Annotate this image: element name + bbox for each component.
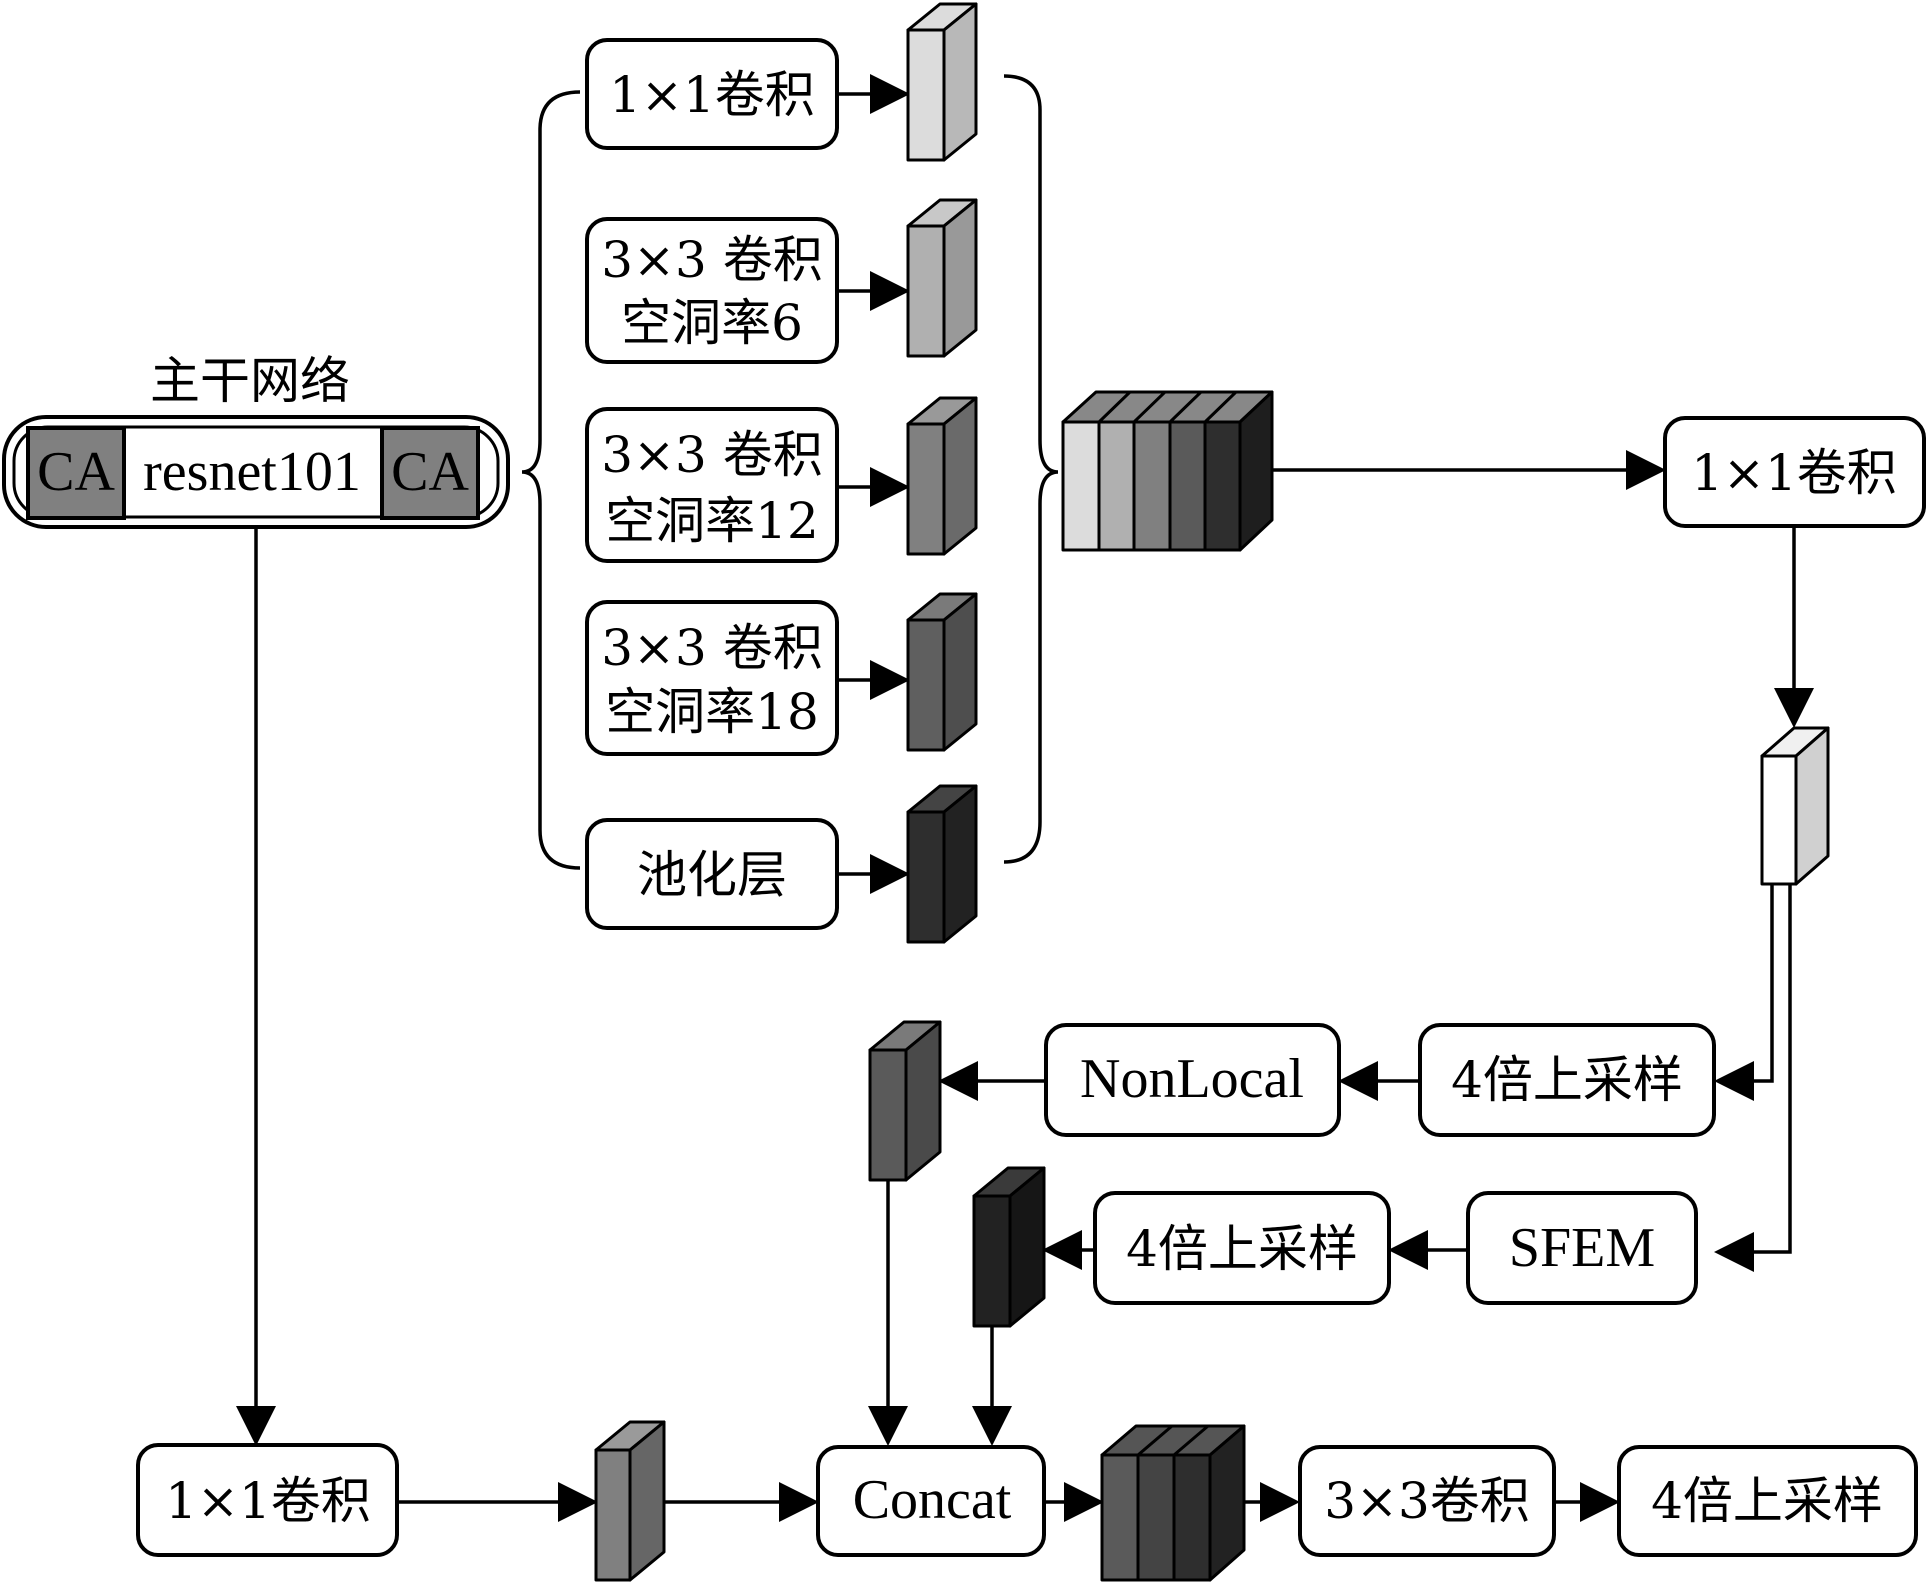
backbone-name: resnet101: [143, 441, 361, 503]
upsample-a-label: 4倍上采样: [1451, 1051, 1683, 1109]
aspp-feature-map-3: [906, 396, 978, 556]
conv3x3-label: 3×3卷积: [1324, 1472, 1530, 1530]
backbone-inner-frame: [12, 425, 500, 519]
sfem-label: SFEM: [1509, 1217, 1655, 1279]
aspp-branch5-label: 池化层: [637, 846, 787, 904]
bottom-conv1x1-box: [136, 1443, 399, 1557]
aspp-branch4-line1: 3×3 卷积: [601, 619, 822, 677]
right-feature-map: [1760, 726, 1830, 886]
aspp-feature-map-1: [906, 2, 978, 162]
ca-right-box: [380, 426, 480, 520]
aspp-branch4-line2: 空洞率18: [605, 683, 819, 741]
sfem-box: [1466, 1191, 1698, 1305]
path-to-sfem: [1714, 884, 1792, 1272]
aspp-branch2-line2: 空洞率6: [621, 294, 803, 352]
upsample-b-box: [1093, 1191, 1391, 1305]
aspp-feature-map-2: [906, 198, 978, 358]
nonlocal-feature-map: [868, 1020, 942, 1182]
ca-right-label: CA: [391, 441, 469, 503]
aspp-branch4-box: [585, 600, 839, 756]
aspp-branch3-line2: 空洞率12: [605, 492, 819, 550]
bottom-conv1x1-label: 1×1卷积: [165, 1472, 371, 1530]
concat-label: Concat: [853, 1469, 1012, 1531]
path-to-upsample-a: [1714, 884, 1774, 1101]
sfem-feature-map: [972, 1166, 1046, 1328]
aspp-concat-stack: [1061, 390, 1274, 552]
right-brace: [1003, 74, 1059, 864]
ca-left-label: CA: [37, 441, 115, 503]
aspp-feature-map-5: [906, 784, 978, 944]
aspp-branch3-box: [585, 407, 839, 563]
bottom-feature-map: [594, 1420, 666, 1582]
aspp-branch1-label: 1×1卷积: [609, 66, 815, 124]
final-upsample-label: 4倍上采样: [1651, 1472, 1883, 1530]
aspp-feature-map-4: [906, 592, 978, 752]
backbone-title: 主干网络: [150, 352, 350, 410]
ca-left-box: [26, 426, 126, 520]
final-upsample-box: [1617, 1445, 1918, 1557]
right-conv1x1-label: 1×1卷积: [1691, 444, 1897, 502]
left-brace: [521, 90, 581, 870]
upsample-b-label: 4倍上采样: [1126, 1220, 1358, 1278]
nonlocal-label: NonLocal: [1080, 1048, 1304, 1110]
aspp-branch2-line1: 3×3 卷积: [601, 231, 822, 289]
aspp-branch3-line1: 3×3 卷积: [601, 426, 822, 484]
concat-output-stack: [1100, 1424, 1246, 1582]
